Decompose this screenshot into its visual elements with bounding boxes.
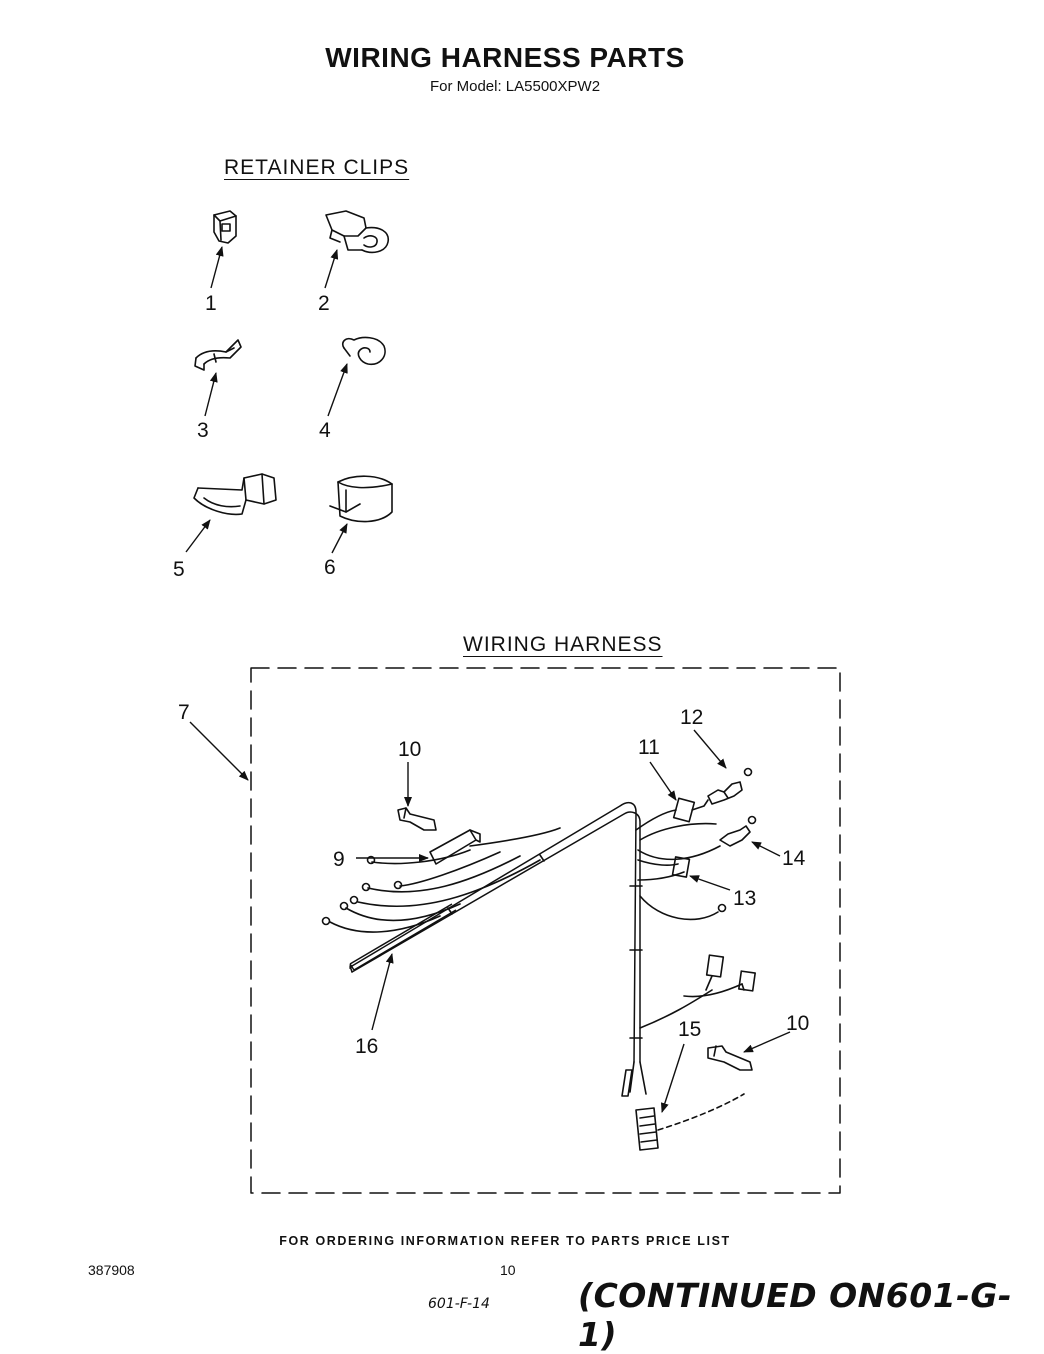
callout-6: 6 [324,556,336,579]
callout-15: 15 [678,1018,701,1041]
leader-1 [210,246,224,289]
callout-16: 16 [355,1035,378,1058]
callout-14: 14 [782,847,806,870]
leader-11 [649,761,677,801]
ordering-info: FOR ORDERING INFORMATION REFER TO PARTS … [279,1234,731,1248]
callout-13: 13 [733,887,756,910]
leader-16 [371,953,394,1031]
callout-5: 5 [173,558,185,581]
leader-3 [204,372,218,417]
continued-note: (CONTINUED ON601-G-1) [578,1276,1013,1354]
retainer-clip-3 [194,339,242,371]
retainer-clip-4 [341,336,386,366]
callout-10-top: 10 [398,738,421,761]
leader-14 [751,841,781,857]
model-subtitle: For Model: LA5500XPW2 [429,78,601,95]
harness-frame [250,667,841,1194]
retainer-clip-6 [329,475,393,523]
callout-3: 3 [197,419,209,442]
leader-2 [324,249,339,289]
wiring-harness-assembly [321,767,757,1151]
leader-7 [189,721,249,781]
section-heading-wiring-harness: WIRING HARNESS [463,633,663,656]
callout-10-bottom: 10 [786,1012,809,1035]
callout-4: 4 [319,419,331,442]
page-title: WIRING HARNESS PARTS [325,42,685,73]
parts-diagram: 1 2 3 4 5 6 7 9 10 10 11 12 13 14 15 16 [173,210,841,1194]
callout-7: 7 [178,701,190,724]
callout-11: 11 [638,736,660,759]
leader-12 [693,729,727,769]
callout-2: 2 [318,292,330,315]
harness-rod-16 [349,903,457,971]
retainer-clip-5 [193,473,277,516]
page-number: 10 [500,1262,516,1278]
callout-9: 9 [333,848,345,871]
callout-12: 12 [680,706,703,729]
document-code: 387908 [88,1262,135,1278]
leader-6 [331,523,348,554]
retainer-clip-2 [325,210,390,254]
leader-15 [660,1043,685,1113]
handwritten-note: 601-F-14 [428,1296,490,1312]
leader-13 [689,875,731,891]
leader-5 [185,519,211,553]
leader-10b [743,1031,791,1053]
leader-4 [327,363,348,417]
callout-1: 1 [205,292,217,315]
retainer-clip-1 [213,210,237,244]
section-heading-retainer-clips: RETAINER CLIPS [224,156,410,179]
